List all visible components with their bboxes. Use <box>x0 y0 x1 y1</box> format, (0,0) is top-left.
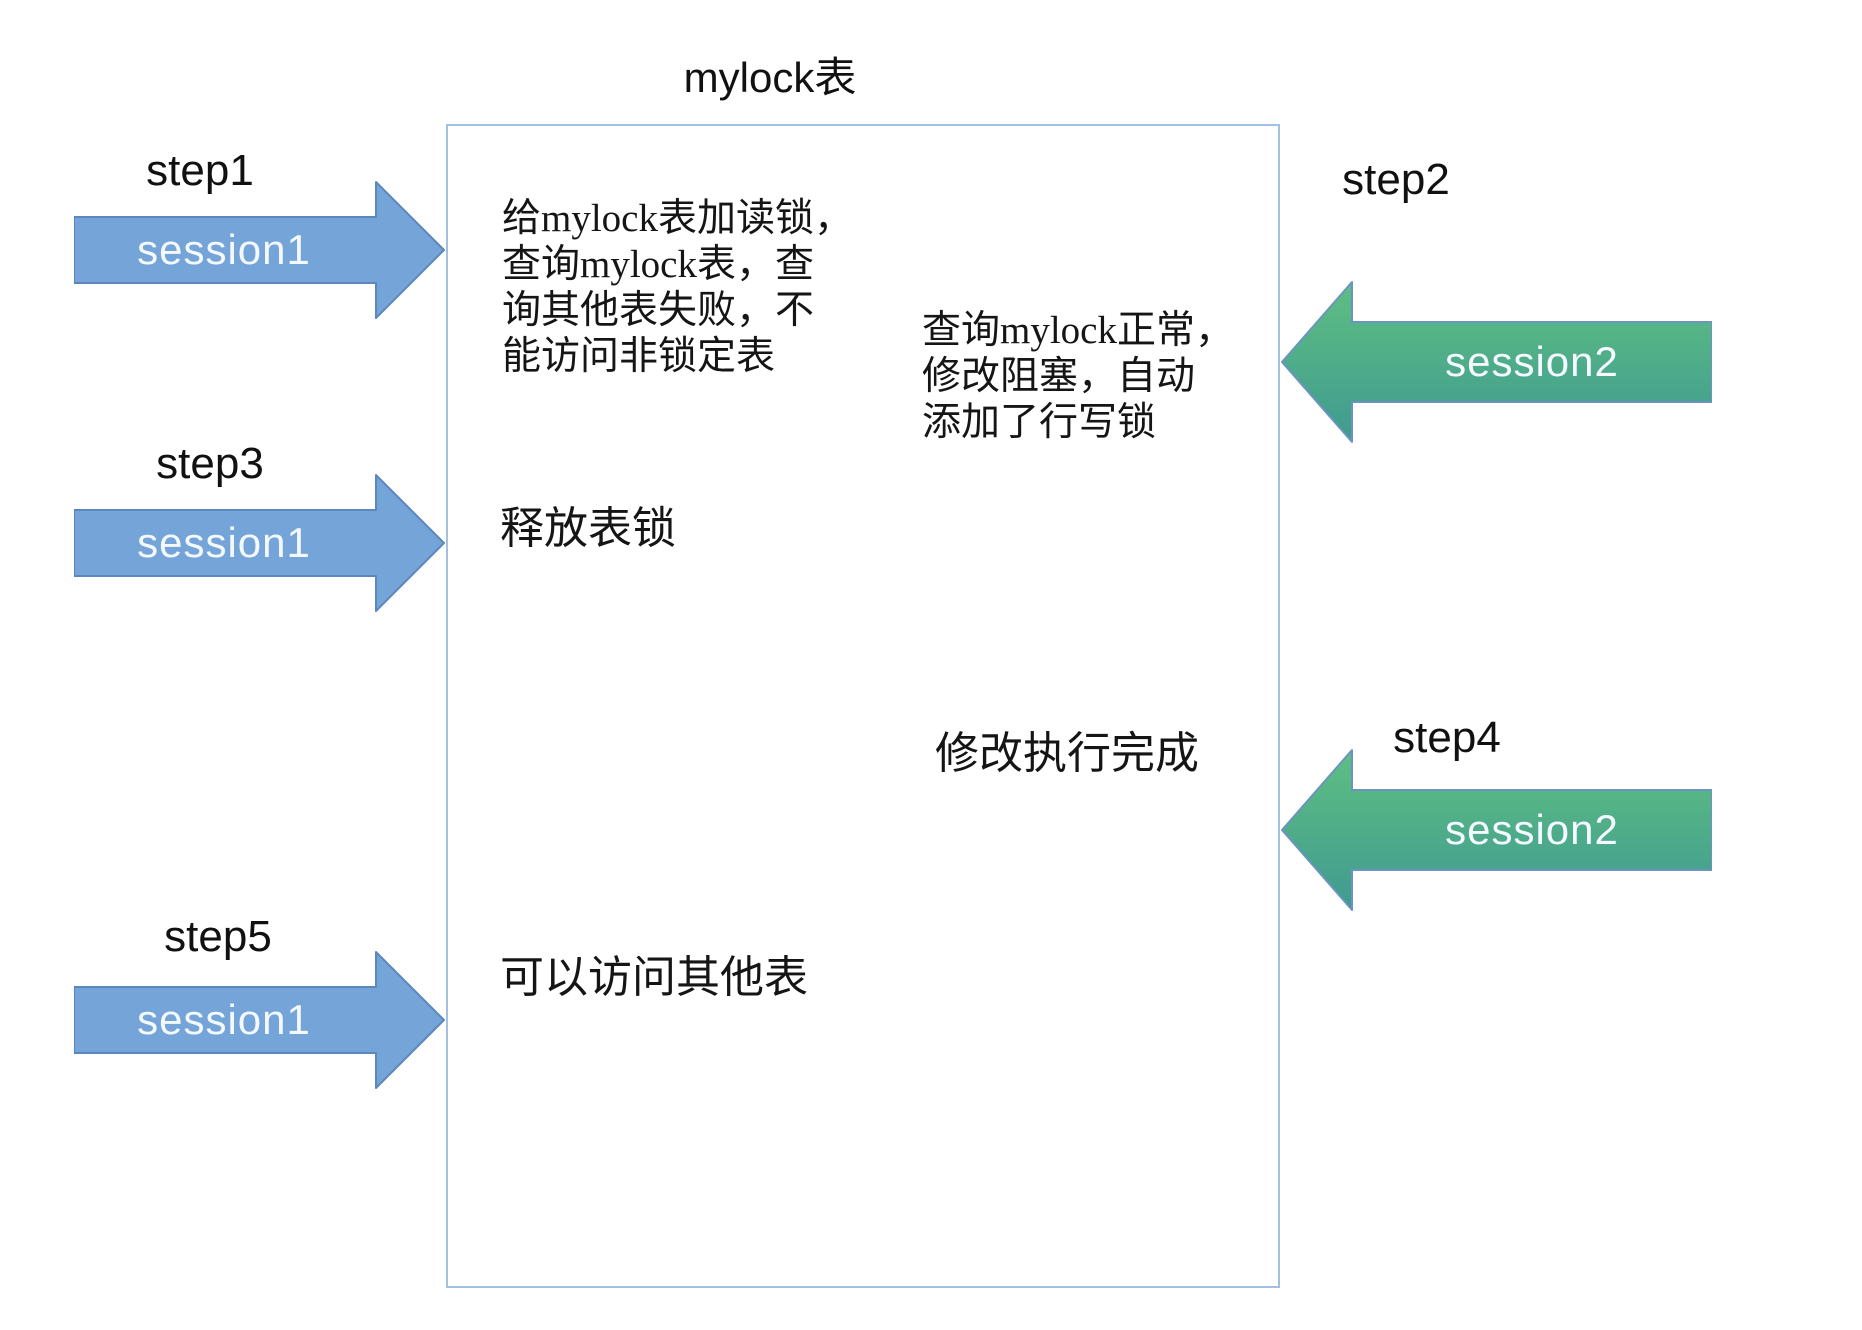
step2-label: step2 <box>1342 155 1450 204</box>
arrow-shape-step4 <box>1281 749 1712 911</box>
step4-label: step4 <box>1393 713 1501 762</box>
arrow-shape-step1 <box>74 181 445 319</box>
step2-session-label: session2 <box>1445 338 1619 385</box>
note-step4-update-done: 修改执行完成 <box>935 729 1199 778</box>
step3-label: step3 <box>156 439 264 488</box>
note-step1-read-lock: 给mylock表加读锁， 查询mylock表，查 询其他表失败，不 能访问非锁定… <box>502 197 853 379</box>
right-arrow-icon <box>74 474 445 612</box>
arrow-shape-step3 <box>74 474 445 612</box>
note-step2-query-blocked: 查询mylock正常， 修改阻塞，自动 添加了行写锁 <box>922 309 1234 445</box>
arrow-shape-step2 <box>1281 281 1712 443</box>
right-arrow-icon <box>74 181 445 319</box>
step4-session-label: session2 <box>1445 806 1619 853</box>
step3-session-label: session1 <box>137 519 311 566</box>
mylock-table-box <box>446 124 1280 1288</box>
arrow-shape-step5 <box>74 951 445 1089</box>
note-step3-release-lock: 释放表锁 <box>500 504 676 553</box>
step5-label: step5 <box>164 912 272 961</box>
step1-label: step1 <box>146 146 254 195</box>
step1-session-label: session1 <box>137 226 311 273</box>
left-arrow-icon <box>1281 281 1712 443</box>
page-title: mylock表 <box>683 54 857 101</box>
step5-session-label: session1 <box>137 996 311 1043</box>
left-arrow-icon <box>1281 749 1712 911</box>
note-step5-access-other: 可以访问其他表 <box>500 953 808 1002</box>
right-arrow-icon <box>74 951 445 1089</box>
